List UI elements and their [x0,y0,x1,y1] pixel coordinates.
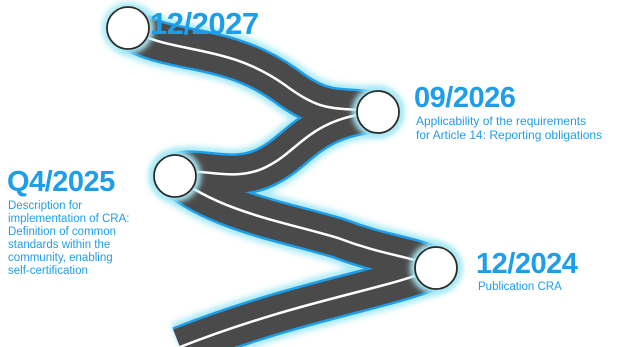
description-line: for Article 14: Reporting obligations [416,128,603,142]
milestone-date: 09/2026 [414,82,516,114]
milestone-date: Q4/2025 [7,166,115,198]
milestone-description: Publication CRA [478,281,562,294]
description-line: Description for [8,200,83,212]
description-line: Publication CRA [478,281,562,293]
milestone-description: Applicability of the requirements for Ar… [416,114,602,142]
description-line: standards within the [8,239,111,251]
description-line: self-certification [8,265,88,277]
milestone-description: Description for implementation of CRA: D… [8,200,129,278]
description-line: community, enabling [8,252,113,264]
milestone-marker-q4-2025 [149,150,201,202]
milestone-marker-12-2027 [102,2,154,54]
milestone-date: 12/2027 [150,6,259,41]
description-line: Applicability of the requirements [416,114,587,128]
description-line: implementation of CRA: [8,213,130,225]
milestone-marker-09-2026 [352,86,404,138]
milestone-marker-12-2024 [410,242,462,294]
description-line: Definition of common [8,226,117,238]
milestone-date: 12/2024 [476,248,578,280]
